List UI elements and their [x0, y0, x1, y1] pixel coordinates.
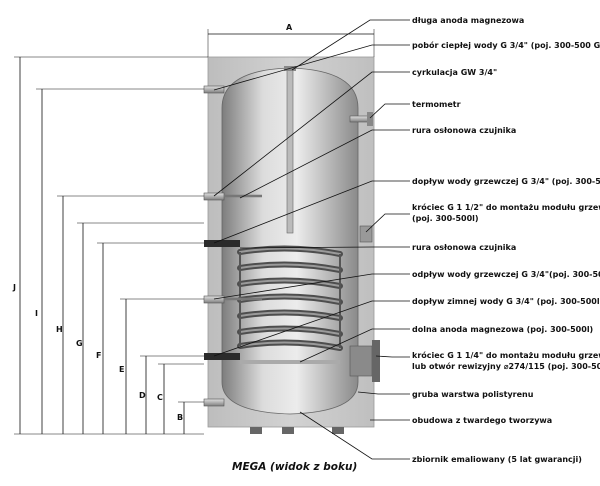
diagram-caption: MEGA (widok z boku)	[232, 461, 357, 473]
label-enamelled-tank: zbiornik emaliowany (5 lat gwarancji)	[412, 455, 582, 464]
label-lower-anode: dolna anoda magnezowa (poj. 300-500l)	[412, 325, 593, 334]
label-long-anode: długa anoda magnezowa	[412, 16, 524, 25]
right-connections	[349, 112, 380, 382]
dim-e: E	[119, 365, 124, 374]
dim-b: B	[177, 413, 183, 422]
label-circulation: cyrkulacja GW 3/4"	[412, 68, 497, 77]
label-hot-water-outlet: pobór ciepłej wody G 3/4" (poj. 300-500 …	[412, 40, 600, 50]
label-inspection-opening: lub otwór rewizyjny ⌀274/115 (poj. 300-5…	[412, 361, 600, 371]
dim-h: H	[56, 325, 63, 334]
label-sensor-tube-lower: rura osłonowa czujnika	[412, 243, 516, 252]
label-heating-water-inlet: dopływ wody grzewczej G 3/4" (poj. 300-5…	[412, 177, 600, 186]
label-thermometer: termometr	[412, 100, 461, 109]
label-heating-module-socket: króciec G 1 1/2" do montażu modułu grzew…	[412, 202, 600, 212]
left-connections	[203, 85, 240, 407]
label-plastic-casing: obudowa z twardego tworzywa	[412, 416, 552, 425]
dim-d: D	[139, 391, 146, 400]
dim-g: G	[76, 339, 83, 348]
dim-a: A	[286, 23, 293, 32]
label-heating-module-socket-capacity: (poj. 300-500l)	[412, 214, 479, 223]
sensor-tubes	[224, 194, 340, 364]
dimension-lines	[14, 29, 375, 435]
dim-i: I	[35, 309, 38, 318]
label-cold-water-inlet: dopływ zimnej wody G 3/4" (poj. 300-500l…	[412, 297, 600, 306]
label-lower-socket: króciec G 1 1/4" do montażu modułu grzew…	[412, 350, 600, 360]
heating-coil	[237, 245, 343, 351]
dim-c: C	[157, 393, 163, 402]
label-polystyrene: gruba warstwa polistyrenu	[412, 390, 534, 399]
leader-lines	[213, 19, 410, 460]
dim-f: F	[96, 351, 101, 360]
label-sensor-tube-upper: rura osłonowa czujnika	[412, 126, 516, 135]
dim-j: J	[12, 283, 16, 292]
label-heating-water-outlet: odpływ wody grzewczej G 3/4"(poj. 300-50…	[412, 270, 600, 279]
